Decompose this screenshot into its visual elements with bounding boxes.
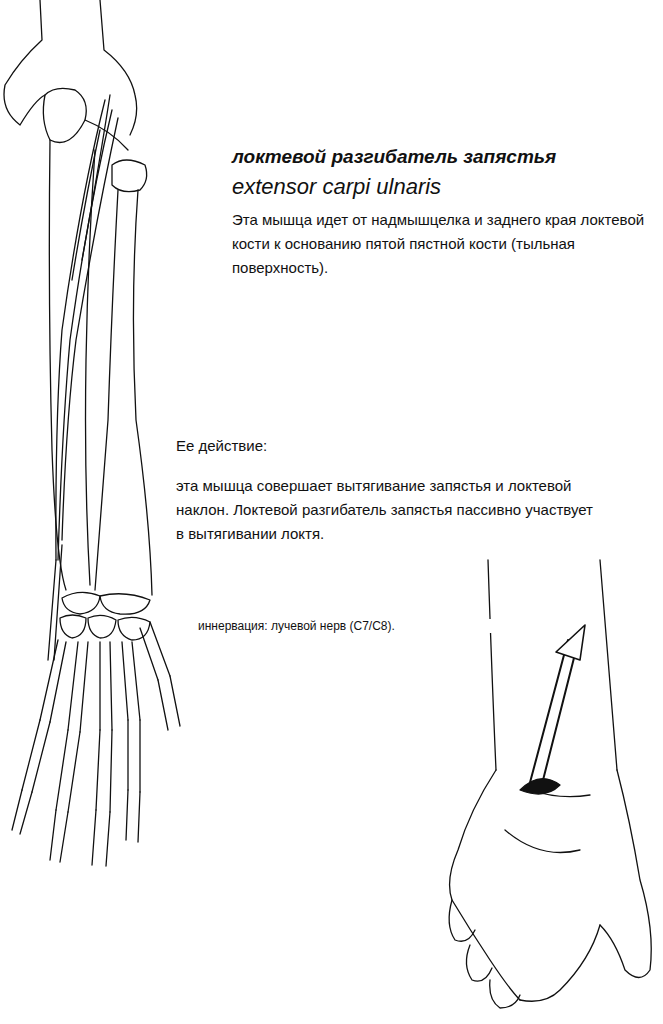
section-heading: Ее действие: <box>176 437 476 454</box>
title: локтевой разгибатель запястья <box>232 146 652 168</box>
origin-insertion-text: Эта мышца идет от надмышцелка и заднего … <box>232 208 652 280</box>
action-text: эта мышца совершает вытягивание запястья… <box>176 474 596 546</box>
innervation-note: иннервация: лучевой нерв (C7/C8). <box>198 619 498 633</box>
latin-name: extensor carpi ulnaris <box>232 174 652 200</box>
